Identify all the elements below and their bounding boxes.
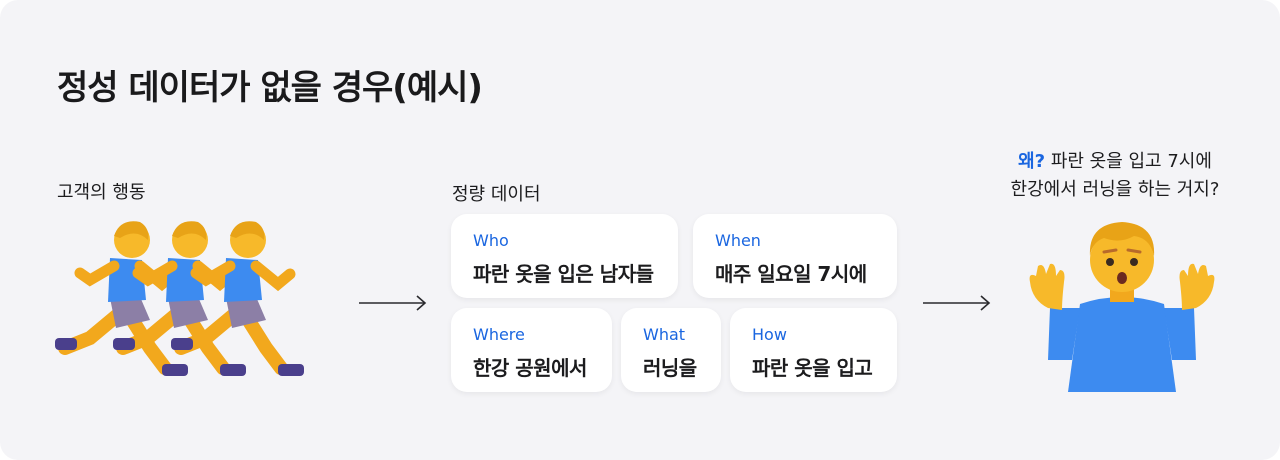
quantitative-data-label: 정량 데이터 <box>452 184 541 205</box>
when-card: When 매주 일요일 7시에 <box>693 214 897 298</box>
question-line-1-rest: 파란 옷을 입고 7시에 <box>1045 151 1212 172</box>
card-value: 한강 공원에서 <box>473 356 587 380</box>
card-key: How <box>752 325 787 344</box>
person-shrugging-icon <box>1029 222 1215 392</box>
arrow-right-icon <box>922 293 992 313</box>
question-line-2: 한강에서 러닝을 하는 거지? <box>1010 179 1220 200</box>
person-running-icon <box>55 221 188 376</box>
where-card: Where 한강 공원에서 <box>451 308 612 392</box>
how-card: How 파란 옷을 입고 <box>730 308 897 392</box>
page-title: 정성 데이터가 없을 경우(예시) <box>57 68 483 108</box>
card-value: 파란 옷을 입고 <box>752 356 873 380</box>
card-key: When <box>715 231 761 250</box>
arrow-right-icon <box>358 293 428 313</box>
who-card: Who 파란 옷을 입은 남자들 <box>451 214 678 298</box>
behavior-label: 고객의 행동 <box>57 182 146 203</box>
person-running-icon <box>171 221 304 376</box>
card-key: What <box>643 325 686 344</box>
question-line-1: 왜? 파란 옷을 입고 7시에 <box>990 148 1240 176</box>
card-value: 매주 일요일 7시에 <box>715 262 867 286</box>
runners-illustration <box>50 218 330 388</box>
card-value: 파란 옷을 입은 남자들 <box>473 262 654 286</box>
card-key: Who <box>473 231 509 250</box>
what-card: What 러닝을 <box>621 308 721 392</box>
card-value: 러닝을 <box>643 356 697 380</box>
question-highlight: 왜? <box>1018 151 1046 172</box>
card-key: Where <box>473 325 525 344</box>
question-text: 왜? 파란 옷을 입고 7시에 한강에서 러닝을 하는 거지? <box>990 148 1240 204</box>
